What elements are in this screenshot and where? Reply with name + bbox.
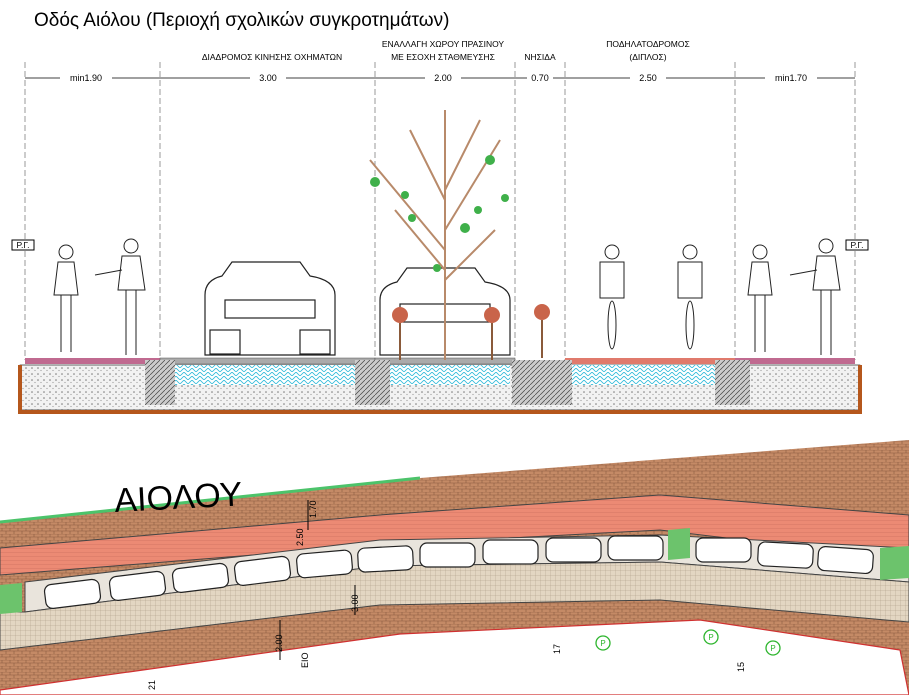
label-bike-lane-1: ΠΟΔΗΛΑΤΟΔΡΟΜΟΣ bbox=[606, 39, 689, 49]
property-line-left: Ρ.Γ. bbox=[16, 240, 29, 250]
pedestrians-right bbox=[747, 238, 841, 355]
parking-p-3: P bbox=[770, 644, 775, 653]
dim-green-parking: 2.00 bbox=[434, 73, 452, 83]
parked-cars-plan bbox=[43, 535, 874, 610]
car-rear-view bbox=[204, 261, 336, 356]
dim-sidewalk-left: min1.90 bbox=[70, 73, 102, 83]
label-green-parking-1: ΕΝΑΛΛΑΓΗ ΧΩΡΟΥ ΠΡΑΣΙΝΟΥ bbox=[382, 39, 505, 49]
road-cross-section bbox=[18, 357, 862, 414]
label-island: ΝΗΣΙΔΑ bbox=[524, 52, 556, 62]
dim-traffic-lane: 3.00 bbox=[259, 73, 277, 83]
dim-sidewalk-right: min1.70 bbox=[775, 73, 807, 83]
lot-number-15: 15 bbox=[736, 662, 746, 672]
lots bbox=[0, 619, 909, 695]
tree bbox=[369, 110, 509, 360]
plan-dim-2: 2.50 bbox=[295, 528, 305, 546]
plan-dim-4: 2.00 bbox=[274, 634, 284, 652]
cyclists bbox=[599, 244, 703, 350]
bike-lane bbox=[0, 494, 909, 576]
parking-sign bbox=[595, 629, 781, 656]
dim-island: 0.70 bbox=[531, 73, 549, 83]
pedestrians-left bbox=[53, 238, 146, 355]
label-bike-lane-2: (ΔΙΠΛΟΣ) bbox=[629, 52, 666, 62]
shrub bbox=[392, 304, 550, 360]
dim-bike-lane: 2.50 bbox=[639, 73, 657, 83]
lot-number-17: 17 bbox=[552, 644, 562, 654]
lot-number-21: 21 bbox=[147, 680, 157, 690]
property-line-right: Ρ.Γ. bbox=[850, 240, 863, 250]
plan-dim-1: 1.70 bbox=[308, 500, 318, 518]
parking-p-2: P bbox=[708, 633, 713, 642]
street-name: ΑΙΟΛΟΥ bbox=[113, 475, 243, 520]
page-title: Οδός Αιόλου (Περιοχή σχολικών συγκροτημά… bbox=[34, 10, 450, 31]
parking-p-1: P bbox=[600, 639, 605, 648]
label-green-parking-2: ΜΕ ΕΣΟΧΗ ΣΤΑΘΜΕΥΣΗΣ bbox=[391, 52, 495, 62]
label-traffic-lane: ΔΙΑΔΡΟΜΟΣ ΚΙΝΗΣΗΣ ΟΧΗΜΑΤΩΝ bbox=[202, 52, 342, 62]
lot-label-eio: ΕΙΟ bbox=[300, 652, 310, 668]
